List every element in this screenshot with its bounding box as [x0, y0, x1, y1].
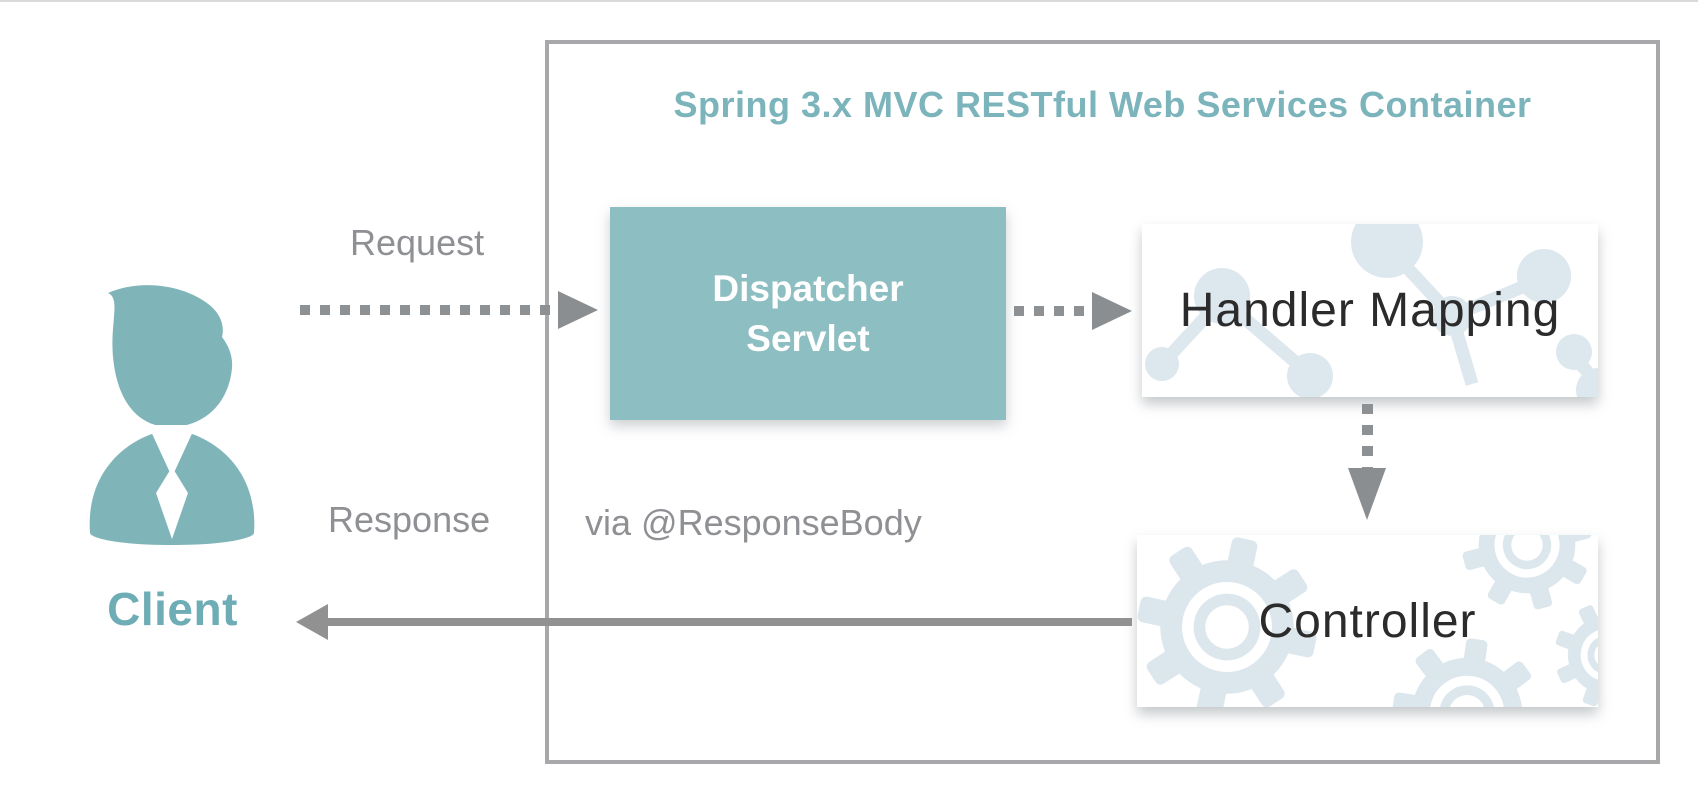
- request-arrow-line: [300, 305, 558, 315]
- response-label: Response: [328, 499, 491, 540]
- dispatcher-to-handler-arrow-line: [1014, 306, 1092, 316]
- handler-to-controller-arrowhead-icon: [1348, 468, 1386, 520]
- request-arrowhead-icon: [558, 291, 598, 329]
- via-responsebody-label: via @ResponseBody: [585, 502, 922, 543]
- molecule-pattern-icon: [1145, 224, 1598, 397]
- client-label: Client: [107, 583, 238, 635]
- handler-to-controller-arrow-line: [1362, 404, 1373, 468]
- dispatcher-servlet-label: Dispatcher Servlet: [712, 267, 904, 359]
- response-arrowhead-icon: [296, 604, 328, 640]
- container-title: Spring 3.x MVC RESTful Web Services Cont…: [673, 84, 1532, 125]
- node-dispatcher-servlet: Dispatcher Servlet: [610, 207, 1006, 420]
- dispatcher-to-handler-arrowhead-icon: [1092, 292, 1132, 330]
- controller-label: Controller: [1258, 594, 1477, 648]
- request-label: Request: [350, 222, 485, 263]
- response-arrow-line: [324, 618, 1132, 626]
- node-handler-mapping: Handler Mapping: [1142, 224, 1598, 397]
- handler-mapping-label: Handler Mapping: [1179, 284, 1561, 337]
- node-controller: Controller: [1137, 535, 1598, 707]
- person-icon: [89, 285, 255, 545]
